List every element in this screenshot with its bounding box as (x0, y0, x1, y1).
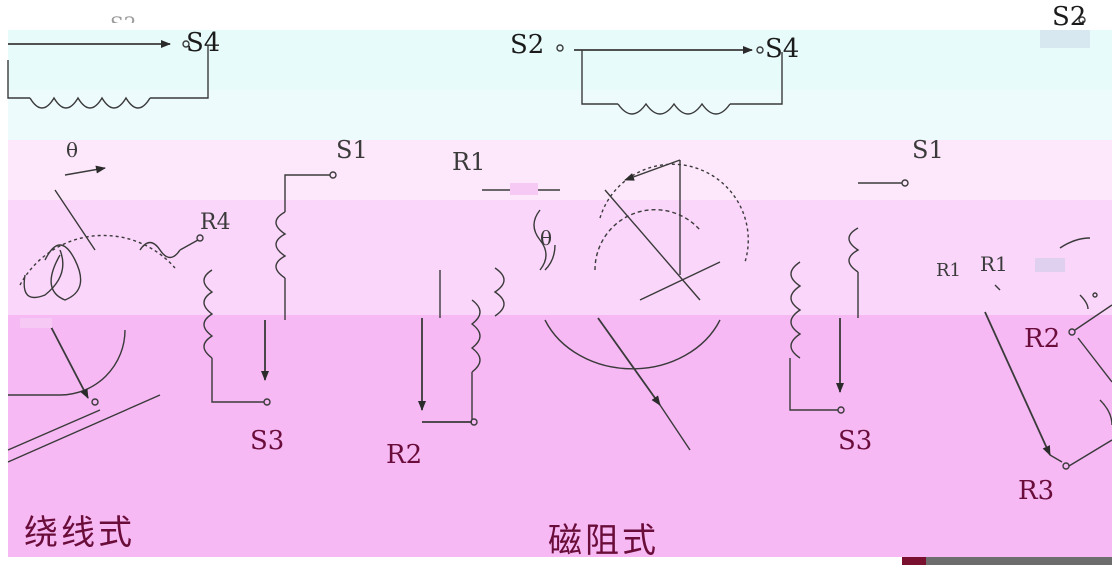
wound-stator-winding-s1-s3 (203, 171, 337, 406)
wound-stator-winding-s2-s4 (7, 40, 209, 109)
wound-r2-winding (418, 267, 505, 426)
wound-terminal-s1: S1 (336, 136, 368, 164)
wound-angle-symbol: θ (66, 138, 79, 162)
reluctance-caption: 磁阻式 (548, 521, 659, 561)
reluctance-terminal-s2: S2 (510, 30, 545, 60)
wound-terminal-s2: S2 (110, 12, 137, 36)
right-terminal-r1-left: R1 (936, 260, 962, 281)
wound-terminal-r2: R2 (386, 440, 423, 470)
reluctance-terminal-s3: S3 (838, 426, 873, 456)
reluctance-terminal-s1: S1 (912, 136, 944, 164)
reluctance-terminal-r1: R1 (452, 148, 486, 176)
background-band-5 (8, 315, 1112, 557)
wound-terminal-r4: R4 (200, 210, 231, 235)
wound-terminal-s3: S3 (250, 426, 285, 456)
right-terminal-r2: R2 (1024, 324, 1061, 354)
corner-scan-artifact (902, 557, 1112, 565)
right-diagram-windings (984, 16, 1112, 470)
right-terminal-r3: R3 (1018, 476, 1055, 506)
reluctance-angle-symbol: θ (540, 226, 553, 250)
reluctance-terminal-s4: S4 (765, 34, 800, 64)
reluctance-rotor (482, 159, 749, 451)
background-band-4 (8, 200, 1112, 315)
right-terminal-s2: S2 (1052, 2, 1087, 32)
wound-terminal-s4: S4 (186, 28, 221, 58)
background-band-1 (8, 30, 1112, 90)
reluctance-stator-winding-s1-s3 (789, 179, 909, 414)
wound-caption: 绕线式 (24, 513, 135, 553)
reluctance-stator-winding-s2-s4 (556, 44, 783, 115)
right-terminal-r1-right: R1 (980, 252, 1008, 276)
wound-rotor (7, 165, 204, 463)
